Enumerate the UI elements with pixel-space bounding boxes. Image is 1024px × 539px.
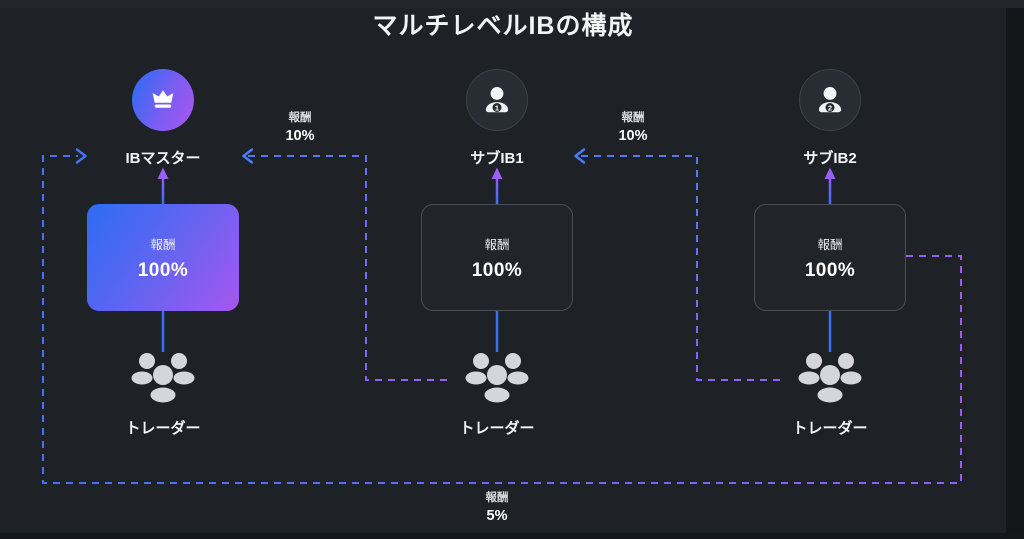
sub-ib1-traders-label: トレーダー xyxy=(459,420,535,437)
sub-ib1-traders xyxy=(459,351,535,409)
right-margin xyxy=(1006,0,1024,539)
sub-ib2-traders xyxy=(792,351,868,409)
flow-label-sub2-to-master: 報酬 5% xyxy=(452,489,542,524)
sub-ib2-label: サブIB2 xyxy=(803,150,857,167)
ib-master-traders-label: トレーダー xyxy=(125,420,201,437)
flow-label-sub2-to-sub1: 報酬 10% xyxy=(588,109,678,144)
sub-ib2-reward-box: 報酬 100% xyxy=(754,204,906,311)
flow-value: 5% xyxy=(486,508,508,524)
person-icon: 2 xyxy=(818,86,842,113)
reward-value: 100% xyxy=(137,259,189,281)
ib-master-avatar xyxy=(132,69,194,131)
badge-circle xyxy=(492,103,502,112)
crown-icon xyxy=(152,90,174,108)
top-margin xyxy=(0,0,1024,8)
ib-master-label: IBマスター xyxy=(125,150,201,167)
sub-ib1-label: サブIB1 xyxy=(470,150,524,167)
reward-caption: 報酬 xyxy=(817,237,843,252)
flow-label-sub1-to-master: 報酬 10% xyxy=(255,109,345,144)
arrow-left-icon xyxy=(242,148,254,164)
arrow-up-icon xyxy=(157,167,169,179)
flow-value: 10% xyxy=(285,128,315,144)
reward-value: 100% xyxy=(471,259,523,281)
arrow-up-icon xyxy=(491,167,503,179)
page-title: マルチレベルIBの構成 xyxy=(372,12,634,40)
traders-group-icon xyxy=(131,353,195,403)
flow-caption: 報酬 xyxy=(621,112,645,124)
reward-value: 100% xyxy=(804,259,856,281)
badge-number: 1 xyxy=(495,103,499,112)
traders-group-icon xyxy=(798,353,862,403)
flow-caption: 報酬 xyxy=(485,492,509,504)
flow-value: 10% xyxy=(618,128,648,144)
bottom-margin xyxy=(0,533,1024,539)
arrow-up-icon xyxy=(824,167,836,179)
sub-ib1-avatar: 1 xyxy=(466,69,528,131)
ib-master-traders xyxy=(125,351,201,409)
flow-sub1-to-master xyxy=(242,148,447,381)
sub-ib2-avatar: 2 xyxy=(799,69,861,131)
flow-caption: 報酬 xyxy=(288,112,312,124)
ib-master-reward-box: 報酬 100% xyxy=(87,204,239,311)
reward-caption: 報酬 xyxy=(484,237,510,252)
person-icon: 1 xyxy=(485,86,509,113)
sub-ib1-reward-box: 報酬 100% xyxy=(421,204,573,311)
badge-number: 2 xyxy=(828,103,832,112)
flow-sub2-to-sub1 xyxy=(574,148,780,381)
traders-group-icon xyxy=(465,353,529,403)
reward-caption: 報酬 xyxy=(150,237,176,252)
sub-ib2-traders-label: トレーダー xyxy=(792,420,868,437)
badge-circle xyxy=(825,103,835,112)
